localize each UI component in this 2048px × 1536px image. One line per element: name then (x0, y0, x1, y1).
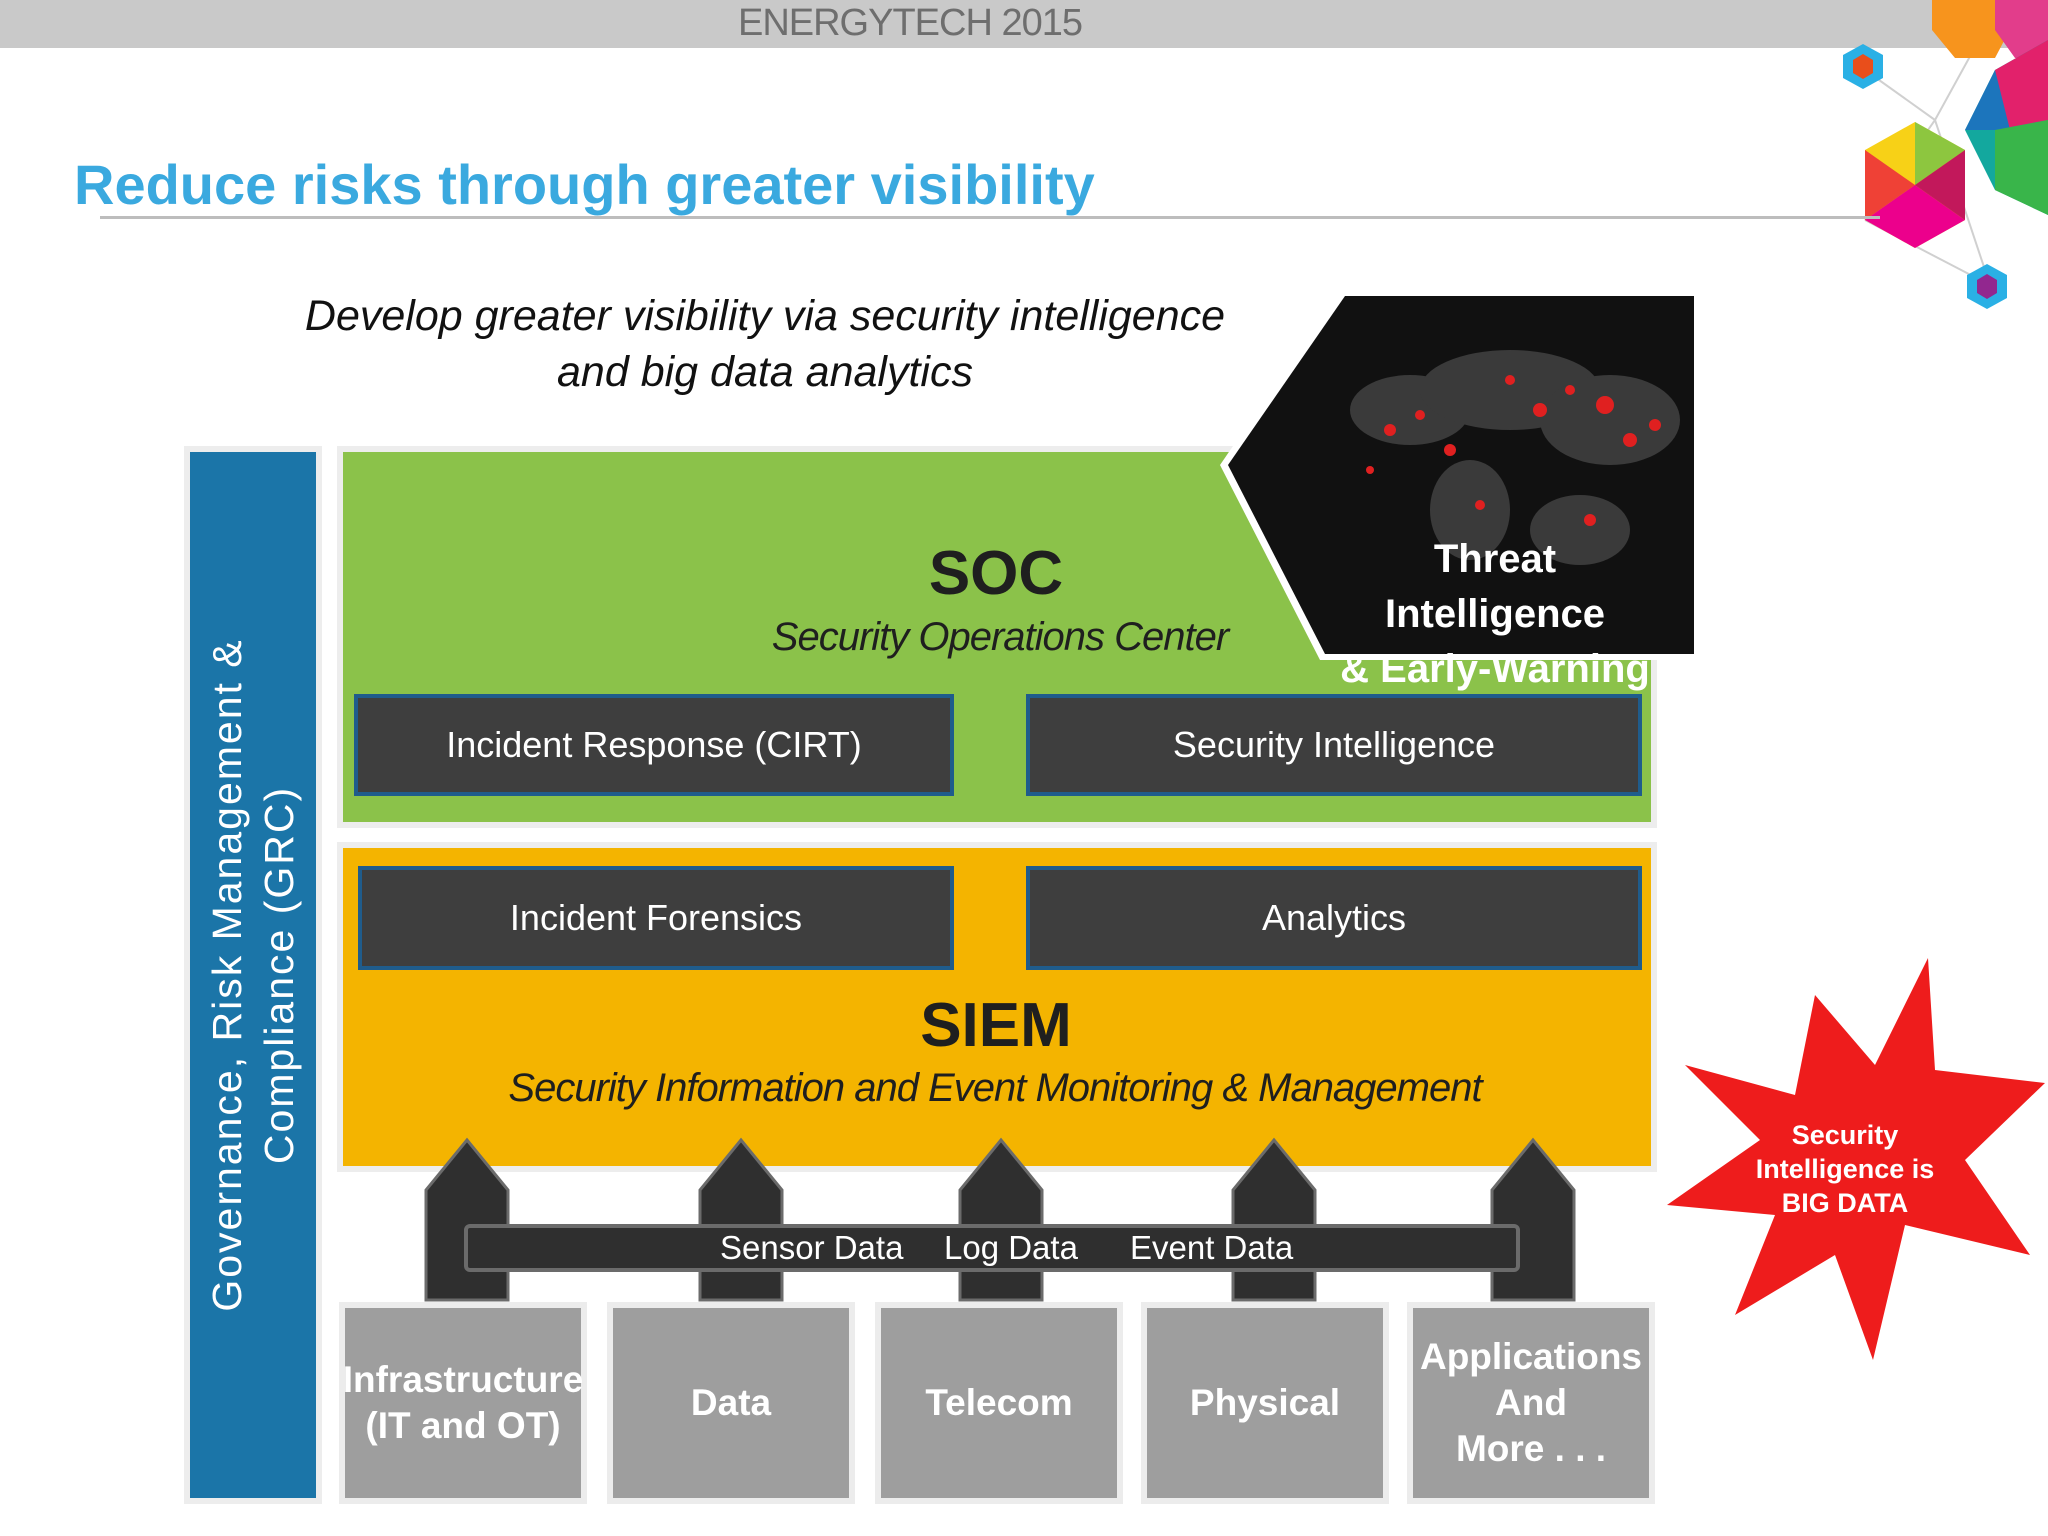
data-collection-bar (464, 1224, 1520, 1272)
sensor-data-label: Sensor Data (720, 1229, 904, 1266)
grc-label-line-1: Governance, Risk Management & (204, 638, 250, 1312)
arrow-applications (1490, 1137, 1576, 1302)
source-telecom-label: Telecom (925, 1382, 1073, 1423)
arrow-infrastructure (424, 1137, 510, 1302)
source-applications: Applications And More . . . (1413, 1308, 1649, 1498)
source-applications-label: Applications And More . . . (1419, 1336, 1643, 1469)
source-data: Data (613, 1308, 849, 1498)
source-physical-label: Physical (1189, 1382, 1341, 1423)
siem-subtitle: Security Information and Event Monitorin… (508, 1066, 1482, 1110)
starburst-callout-icon (1667, 958, 2045, 1360)
arrow-telecom (958, 1137, 1044, 1302)
threat-intelligence-label: Threat Intelligence & Early-Warning (1320, 532, 1670, 697)
source-data-label: Data (690, 1382, 772, 1423)
soc-title: SOC (928, 539, 1064, 608)
header-bar (0, 0, 2048, 48)
event-data-label: Event Data (1130, 1229, 1294, 1266)
soc-subtitle: Security Operations Center (771, 615, 1229, 659)
arrow-data (698, 1137, 784, 1302)
threat-label-line-2: & Early-Warning (1340, 647, 1650, 691)
analytics-box: Analytics (1026, 866, 1642, 970)
hexagon-logo-icon (1843, 0, 2048, 309)
slide-subtitle: Develop greater visibility via security … (220, 288, 1310, 400)
callout-text: Security Intelligence is BIG DATA (1755, 1120, 1935, 1218)
source-telecom: Telecom (881, 1308, 1117, 1498)
arrow-physical (1231, 1137, 1317, 1302)
subtitle-line-2: and big data analytics (557, 348, 973, 396)
slide-title: Reduce risks through greater visibility (74, 153, 1095, 216)
subtitle-line-1: Develop greater visibility via security … (304, 292, 1226, 340)
grc-label: Governance, Risk Management & Compliance… (201, 475, 305, 1475)
security-intelligence-box: Security Intelligence (1026, 694, 1642, 796)
grc-bar (190, 452, 316, 1498)
source-infrastructure-label: Infrastructure (IT and OT) (342, 1359, 584, 1446)
data-flow-arrows (424, 1137, 1576, 1302)
grc-label-line-2: Compliance (GRC) (256, 785, 302, 1165)
title-divider (100, 216, 1880, 219)
threat-map-icon (1220, 290, 1700, 660)
log-data-label: Log Data (944, 1229, 1078, 1266)
incident-response-box: Incident Response (CIRT) (354, 694, 954, 796)
incident-forensics-box: Incident Forensics (358, 866, 954, 970)
threat-label-line-1: Threat Intelligence (1384, 537, 1606, 636)
source-infrastructure: Infrastructure (IT and OT) (342, 1308, 584, 1498)
siem-title: SIEM (920, 991, 1072, 1060)
source-physical: Physical (1147, 1308, 1383, 1498)
conference-title: ENERGYTECH 2015 (737, 2, 1083, 44)
